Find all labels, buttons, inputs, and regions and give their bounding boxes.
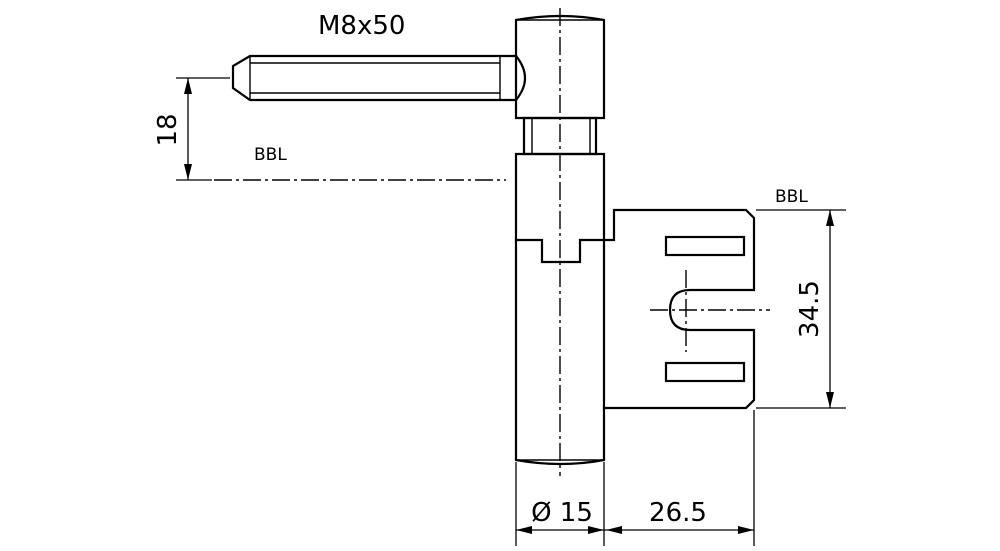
bolt-size-label: M8x50	[318, 11, 405, 41]
height-18-label: 18	[153, 113, 183, 146]
lower-slot	[664, 361, 746, 383]
upper-slot	[664, 235, 746, 257]
bbl-label-left: BBL	[254, 145, 287, 165]
dimension-diameter-15	[515, 462, 605, 546]
diameter-15-label: Ø 15	[531, 498, 593, 528]
dimension-26-5	[604, 410, 755, 546]
centre-lines	[559, 8, 770, 476]
frame-plate	[602, 208, 756, 410]
offset-26-5-label: 26.5	[649, 498, 707, 528]
threaded-bolt	[231, 54, 527, 102]
height-34-5-label: 34.5	[795, 280, 825, 338]
dimension-18	[176, 77, 230, 181]
dimension-34-5	[756, 209, 846, 409]
bbl-label-right: BBL	[775, 187, 808, 207]
